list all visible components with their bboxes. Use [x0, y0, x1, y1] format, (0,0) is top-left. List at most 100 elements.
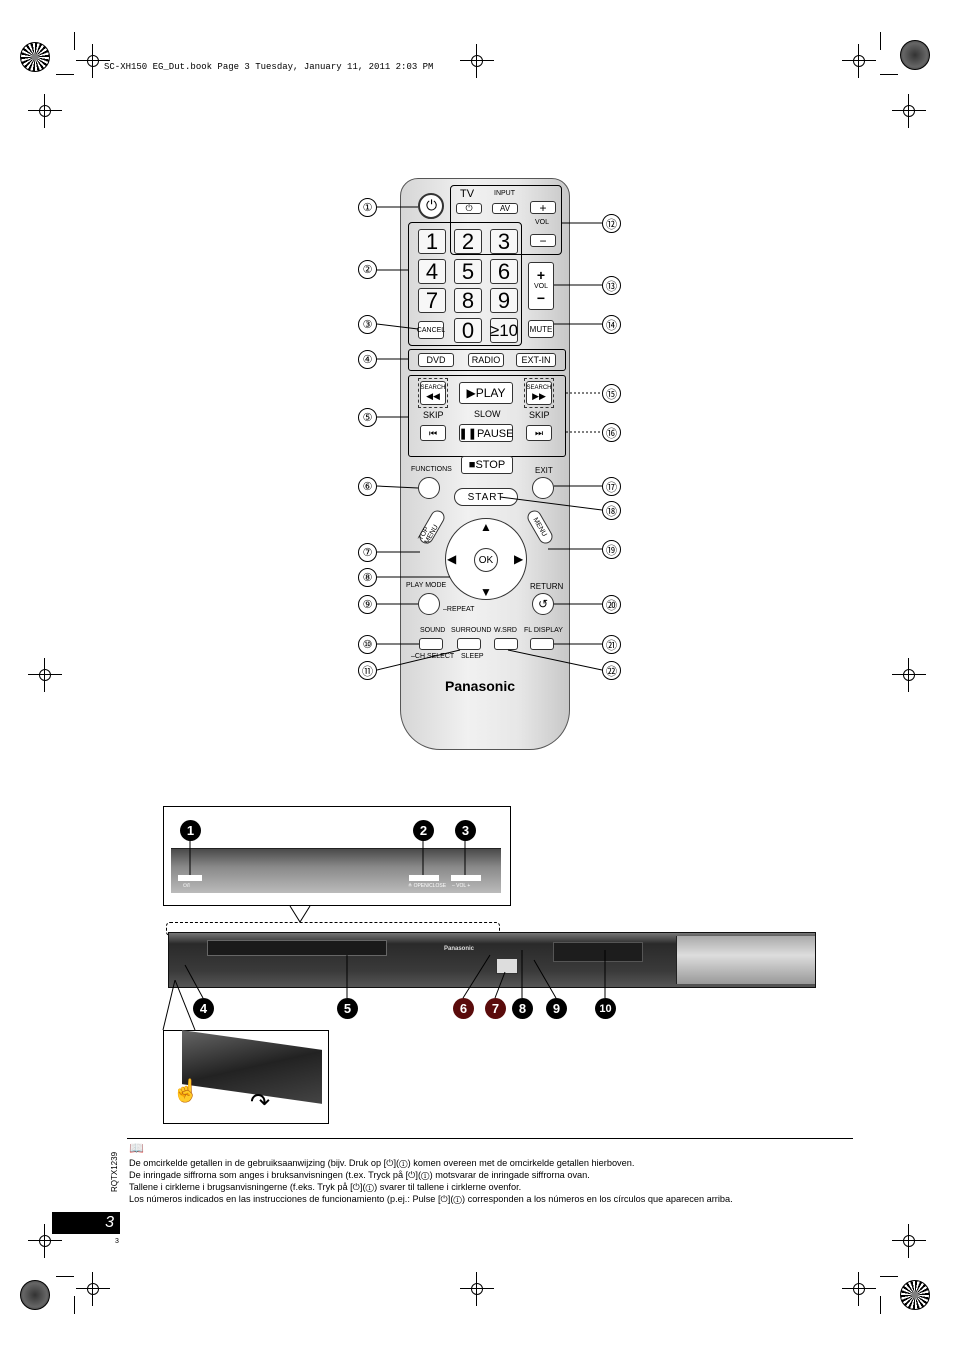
- dvd-button[interactable]: DVD: [418, 353, 454, 367]
- play-button[interactable]: ▶PLAY: [459, 382, 513, 404]
- exit-button[interactable]: [532, 477, 554, 499]
- search-back-zone: [418, 378, 448, 408]
- key-9[interactable]: 9: [490, 288, 518, 313]
- up-arrow-icon[interactable]: ▲: [480, 520, 492, 534]
- key-3[interactable]: 3: [490, 229, 518, 254]
- functions-button[interactable]: [418, 477, 440, 499]
- unit-callout-4: 4: [193, 998, 214, 1019]
- play-mode-label: PLAY MODE: [406, 582, 447, 589]
- vol-label: VOL: [533, 282, 548, 290]
- crosshair-mark: [28, 1224, 62, 1258]
- search-forward-button[interactable]: SEARCH▶▶: [526, 381, 552, 405]
- input-label: INPUT: [494, 190, 515, 197]
- right-arrow-icon[interactable]: ▶: [514, 552, 524, 566]
- callout-22: ㉒: [602, 661, 621, 680]
- key-2[interactable]: 2: [454, 229, 482, 254]
- tv-power-button[interactable]: ⏻: [456, 203, 482, 214]
- down-arrow-icon[interactable]: ▼: [480, 585, 492, 599]
- key-7[interactable]: 7: [418, 288, 446, 313]
- functions-label: FUNCTIONS: [411, 466, 452, 473]
- key-10-plus[interactable]: ≥10: [490, 318, 518, 343]
- trim-mark: [56, 74, 74, 75]
- key-8[interactable]: 8: [454, 288, 482, 313]
- left-arrow-icon[interactable]: ◀: [447, 552, 457, 566]
- tv-control-group: [450, 185, 562, 255]
- unit-brand-logo: Panasonic: [444, 946, 475, 952]
- play-mode-button[interactable]: [418, 593, 440, 615]
- trim-mark: [56, 1276, 74, 1277]
- start-button[interactable]: START: [454, 488, 518, 506]
- volume-rocker[interactable]: + VOL −: [528, 262, 554, 310]
- trim-mark: [880, 32, 881, 50]
- cancel-button[interactable]: CANCEL: [417, 321, 445, 339]
- note-swedish: De inringade siffrorna som anges i bruks…: [129, 1170, 590, 1180]
- search-label: SEARCH: [420, 384, 446, 391]
- callout-7: ⑦: [358, 543, 377, 562]
- tv-vol-up-button[interactable]: +: [530, 201, 556, 215]
- skip-forward-button[interactable]: ⏭: [526, 425, 552, 441]
- usb-port[interactable]: [496, 958, 518, 974]
- return-icon: ↺: [537, 597, 549, 611]
- search-back-button[interactable]: SEARCH◀◀: [420, 381, 446, 405]
- power-icon: ⏻: [426, 197, 438, 213]
- callout-8: ⑧: [358, 568, 377, 587]
- key-5[interactable]: 5: [454, 259, 482, 284]
- crosshair-mark: [842, 44, 876, 78]
- ext-in-button[interactable]: EXT-IN: [516, 353, 556, 367]
- note-dutch: De omcirkelde getallen in de gebruiksaan…: [129, 1158, 635, 1168]
- mute-button[interactable]: MUTE: [528, 320, 554, 338]
- open-close-touch-key[interactable]: [409, 875, 439, 881]
- callout-11: ⑪: [358, 661, 377, 680]
- callout-4: ④: [358, 350, 377, 369]
- minus-icon: −: [536, 289, 546, 306]
- fast-forward-icon: ▶▶: [532, 390, 546, 401]
- wsrd-button[interactable]: [494, 638, 518, 650]
- sound-button[interactable]: [419, 638, 443, 650]
- key-6[interactable]: 6: [490, 259, 518, 284]
- pause-button[interactable]: ❚❚PAUSE: [459, 424, 513, 442]
- sound-label: SOUND: [420, 627, 446, 634]
- skip-back-button[interactable]: ⏮: [420, 425, 446, 441]
- unit-callout-10: 10: [595, 998, 616, 1019]
- power-button[interactable]: ⏻: [418, 193, 444, 219]
- display-window: [553, 942, 643, 962]
- callout-21: ㉑: [602, 635, 621, 654]
- callout-18: ⑱: [602, 501, 621, 520]
- source-group: [408, 349, 566, 371]
- fl-display-button[interactable]: [530, 638, 554, 650]
- callout-17: ⑰: [602, 477, 621, 496]
- remote-brand-logo: Panasonic: [445, 678, 516, 694]
- callout-16: ⑯: [602, 423, 621, 442]
- tv-vol-down-button[interactable]: −: [530, 234, 556, 248]
- unit-callout-8: 8: [512, 998, 533, 1019]
- unit-callout-2: 2: [413, 820, 434, 841]
- book-header: SC-XH150 EG_Dut.book Page 3 Tuesday, Jan…: [104, 62, 434, 72]
- volume-touch-key[interactable]: [451, 875, 481, 881]
- crosshair-mark: [28, 658, 62, 692]
- radio-button[interactable]: RADIO: [468, 353, 504, 367]
- key-0[interactable]: 0: [454, 318, 482, 343]
- search-label: SEARCH: [526, 384, 552, 391]
- return-label: RETURN: [530, 582, 564, 591]
- book-icon: 📖: [129, 1141, 144, 1155]
- key-1[interactable]: 1: [418, 229, 446, 254]
- key-4[interactable]: 4: [418, 259, 446, 284]
- registration-mark: [900, 1280, 930, 1310]
- surround-button[interactable]: [457, 638, 481, 650]
- open-arrow-icon: ↷: [250, 1089, 271, 1116]
- fl-display-label: FL DISPLAY: [524, 627, 563, 634]
- front-side-panel: [676, 936, 815, 984]
- av-button[interactable]: AV: [492, 203, 518, 214]
- ok-button[interactable]: OK: [474, 548, 498, 572]
- return-button[interactable]: ↺: [532, 593, 554, 615]
- power-touch-key[interactable]: [178, 875, 202, 881]
- stop-button[interactable]: ■STOP: [461, 456, 513, 474]
- crosshair-mark: [76, 1272, 110, 1306]
- unit-callout-1: 1: [180, 820, 201, 841]
- trim-mark: [880, 74, 898, 75]
- page-number-tab: 3: [52, 1212, 120, 1234]
- slow-label: SLOW: [474, 409, 501, 419]
- repeat-label: –REPEAT: [443, 606, 475, 613]
- callout-12: ⑫: [602, 214, 621, 233]
- crosshair-mark: [76, 44, 110, 78]
